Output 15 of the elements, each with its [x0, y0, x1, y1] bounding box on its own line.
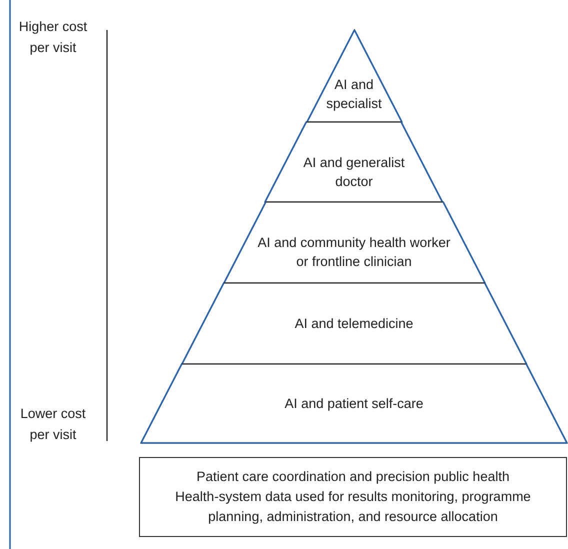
pyramid-tier [224, 202, 484, 283]
pyramid-tier [265, 122, 443, 202]
tier-label: AI and patient self-care [284, 395, 424, 413]
info-text: Health-system data used for results monitoring, programme planning, administration, and resource allocation [174, 488, 532, 526]
pyramid-top-tier [306, 30, 402, 122]
info-text: Patient care coordination and precision public health [196, 468, 510, 486]
pyramid-tier [182, 283, 526, 364]
cost-axis-label: Higher cost per visit [18, 18, 88, 57]
cost-axis-label: Lower cost per visit [19, 405, 87, 444]
tier-label: AI and specialist [325, 76, 383, 112]
info-box [139, 457, 567, 537]
pyramid-base-tier [141, 364, 567, 443]
tier-label: AI and community health worker or frontline clinician [256, 234, 452, 271]
tier-label: AI and generalist doctor [302, 154, 406, 190]
tier-label: AI and telemedicine [294, 315, 414, 333]
